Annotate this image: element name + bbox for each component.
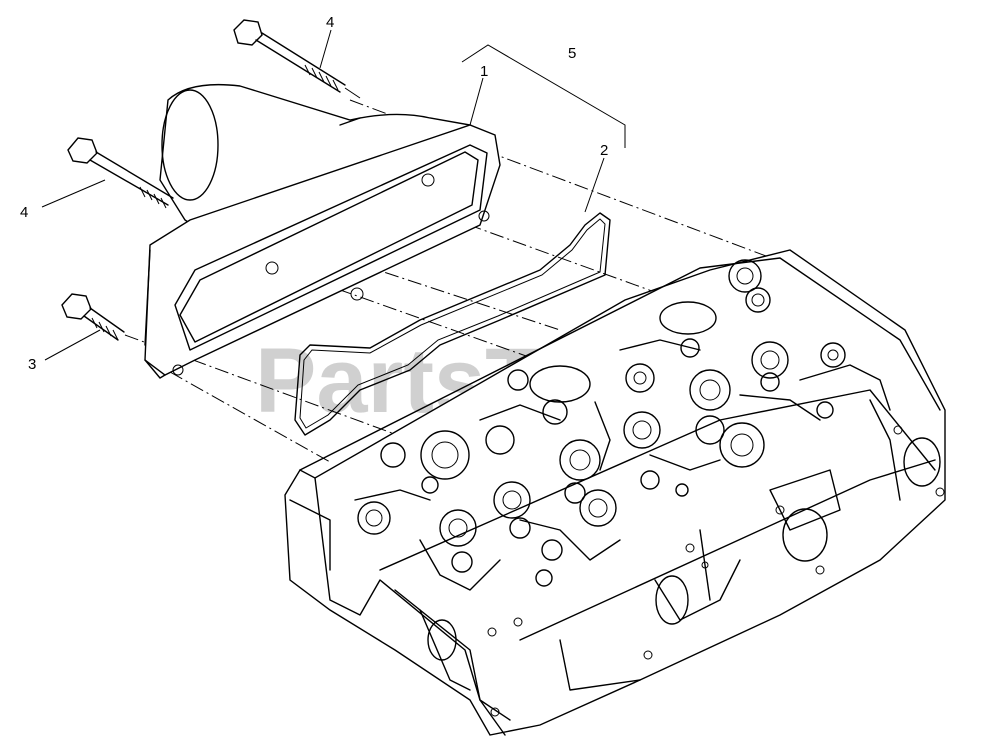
- callout-4-top: 4: [326, 14, 334, 31]
- bolt-bottom: [61, 293, 125, 341]
- callout-5: 5: [568, 45, 576, 62]
- callout-4-left: 4: [20, 204, 28, 221]
- callout-1: 1: [480, 63, 488, 80]
- intake-manifold: [144, 83, 501, 379]
- callout-2: 2: [600, 142, 608, 159]
- callout-3: 3: [28, 356, 36, 373]
- gasket: [294, 212, 611, 436]
- bolt-top: [233, 19, 361, 99]
- cylinder-head: [284, 249, 946, 736]
- bolt-middle: [67, 137, 174, 209]
- leader-lines: [41, 29, 626, 361]
